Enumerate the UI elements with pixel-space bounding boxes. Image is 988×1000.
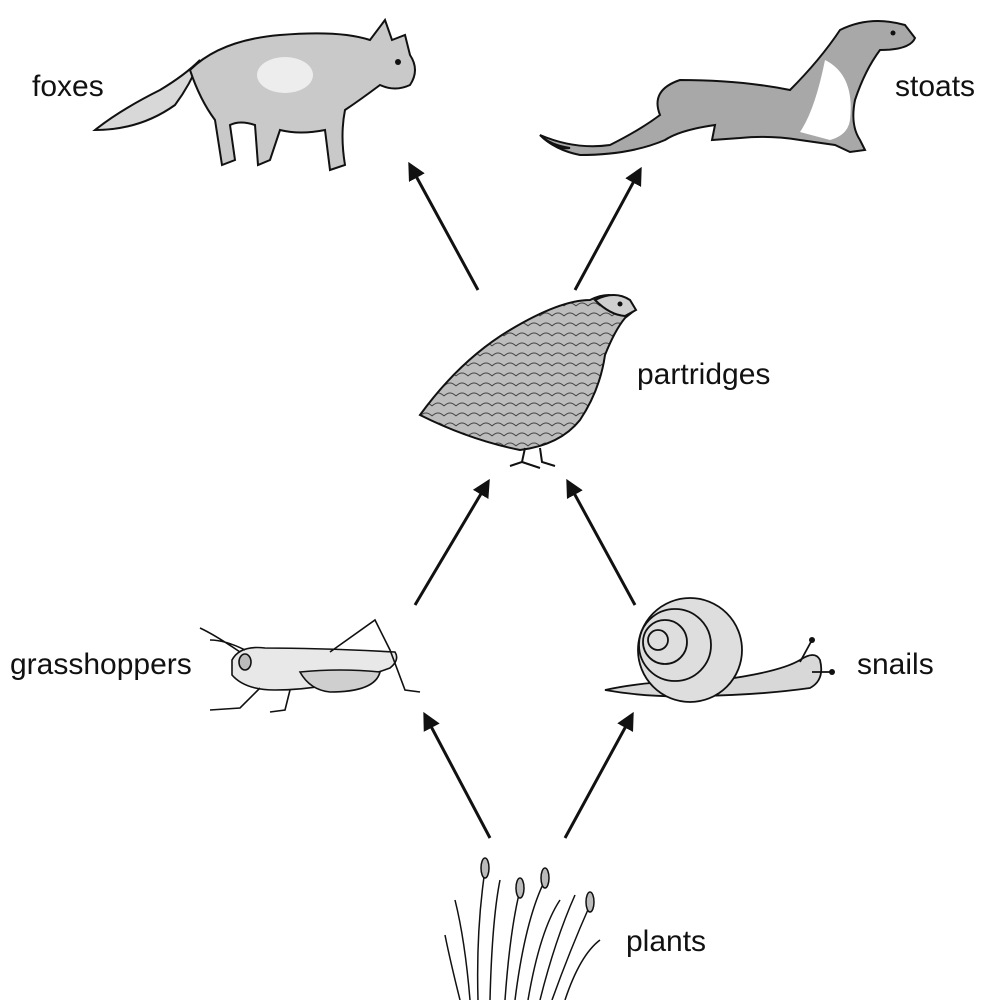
partridge-illustration xyxy=(420,295,636,468)
arrow-snails-to-partridges xyxy=(568,482,635,605)
stoat-illustration xyxy=(540,21,915,155)
label-partridges: partridges xyxy=(637,358,770,392)
arrows xyxy=(410,165,640,838)
arrow-plants-to-snails xyxy=(565,715,632,838)
arrow-partridges-to-foxes xyxy=(410,165,478,290)
arrow-partridges-to-stoats xyxy=(575,170,640,290)
arrow-plants-to-grasshoppers xyxy=(425,715,490,838)
fox-illustration xyxy=(95,20,415,170)
snail-illustration xyxy=(605,598,835,702)
label-snails: snails xyxy=(857,648,934,682)
label-grasshoppers: grasshoppers xyxy=(10,648,192,682)
label-stoats: stoats xyxy=(895,70,975,104)
grasshopper-illustration xyxy=(200,620,420,712)
label-foxes: foxes xyxy=(32,70,104,104)
plants-illustration xyxy=(445,858,600,1000)
arrow-grasshoppers-to-partridges xyxy=(415,482,488,605)
label-plants: plants xyxy=(626,925,706,959)
